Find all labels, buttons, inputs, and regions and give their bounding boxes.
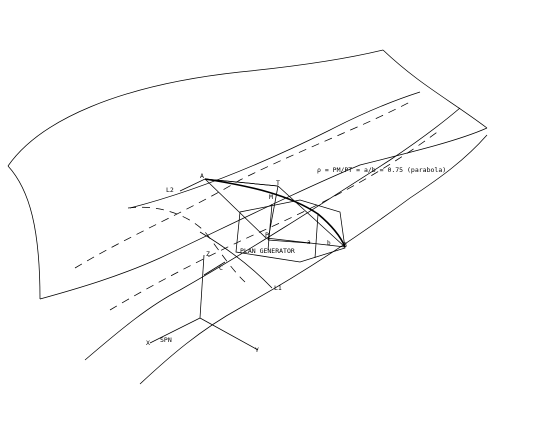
axis-y — [199, 317, 259, 351]
label-axis-y: Y — [255, 346, 259, 354]
label-A: A — [200, 172, 204, 180]
label-M: M — [269, 193, 273, 201]
label-T: T — [276, 179, 280, 187]
label-axis-x: X — [146, 339, 150, 347]
axis-link — [203, 261, 226, 276]
line-L2 — [179, 178, 279, 192]
label-L1: L1 — [274, 284, 282, 292]
line-P-a — [267, 239, 309, 244]
label-axis-z: Z — [206, 250, 210, 258]
surface-dash-1 — [74, 101, 411, 269]
label-C: C — [219, 264, 223, 272]
label-b: b — [327, 240, 331, 247]
label-P: P — [265, 231, 269, 239]
plane-vertical-1 — [314, 213, 319, 259]
surface-line-3 — [139, 134, 488, 385]
tangent-T-B — [277, 185, 346, 248]
transverse-dash — [127, 206, 246, 283]
tangent-A-T — [204, 178, 279, 187]
axis-z — [199, 254, 205, 319]
annotation-text: ρ = PM/PT = a/b = 0.75 (parabola) — [317, 166, 446, 174]
surface-top-edge — [7, 49, 384, 167]
label-B: B — [343, 241, 347, 249]
chord-A-B — [204, 178, 346, 248]
parabola-curve — [204, 178, 346, 248]
plan-generator-plane — [235, 199, 346, 263]
label-plan-generator: PLAN GENERATOR — [240, 247, 295, 255]
surface-bottom-edge — [39, 127, 488, 300]
surface-left-edge — [7, 165, 41, 300]
label-spn: SPN — [160, 336, 172, 344]
label-L2: L2 — [166, 186, 174, 194]
surface-line-1 — [129, 91, 421, 209]
axis-x — [149, 317, 201, 344]
plane-vertical-2 — [267, 203, 273, 251]
surface-right-edge — [382, 49, 488, 129]
label-a: a — [307, 239, 311, 246]
surface-line-2 — [84, 107, 461, 361]
line-L1 — [199, 231, 273, 289]
